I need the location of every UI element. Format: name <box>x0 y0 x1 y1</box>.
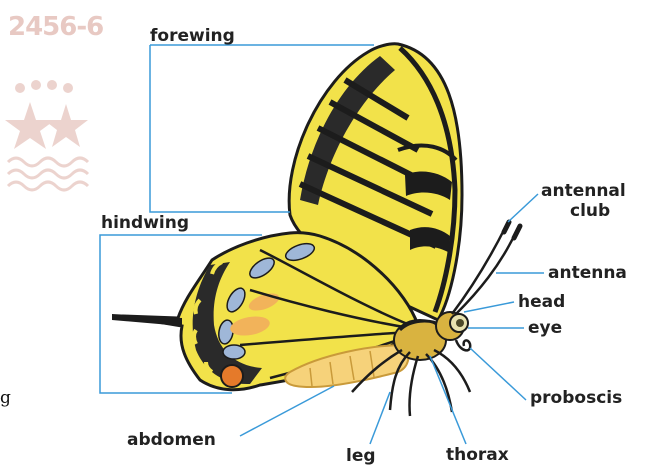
eye-shape <box>450 314 468 332</box>
label-leg: leg <box>346 447 376 465</box>
proboscis-leader <box>470 348 526 400</box>
proboscis-shape <box>456 340 470 350</box>
label-antennal-club-line2: club <box>570 202 610 220</box>
antenna-shape <box>452 226 516 314</box>
label-head: head <box>518 293 565 311</box>
antennal-club-shape <box>504 222 520 238</box>
leg-leader <box>370 392 390 444</box>
label-thorax: thorax <box>446 446 509 464</box>
label-abdomen: abdomen <box>127 431 216 449</box>
label-antenna: antenna <box>548 264 627 282</box>
label-forewing: forewing <box>150 27 235 45</box>
label-hindwing: hindwing <box>101 214 189 232</box>
label-antennal-club-line1: antennal <box>541 182 626 200</box>
head-leader <box>464 302 514 312</box>
label-proboscis: proboscis <box>530 389 622 407</box>
antennal-club-leader <box>508 194 538 222</box>
thorax-leader <box>430 356 466 444</box>
forewing-bracket <box>150 45 290 212</box>
label-eye: eye <box>528 319 562 337</box>
abdomen-leader <box>240 386 334 436</box>
